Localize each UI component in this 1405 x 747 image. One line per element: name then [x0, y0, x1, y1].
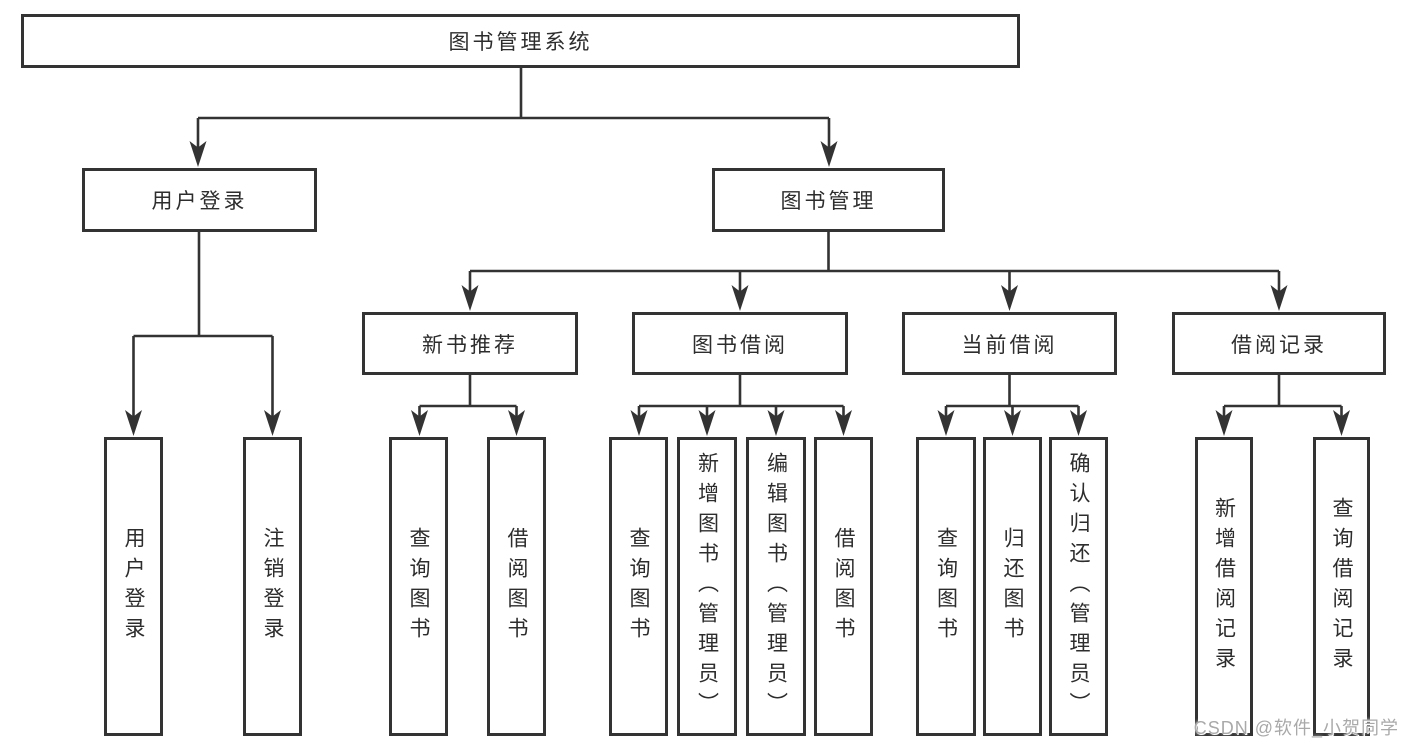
arrow-down-icon: [698, 410, 716, 436]
arrow-down-icon: [1270, 285, 1288, 311]
leaf-query-books-current-label: 查询图书: [934, 526, 958, 647]
arrow-down-icon: [411, 410, 428, 436]
leaf-logout-label: 注销登录: [261, 526, 284, 647]
leaf-borrow-books-recommend: 借阅图书: [487, 437, 546, 736]
arrow-down-icon: [508, 410, 525, 436]
node-root-label: 图书管理系统: [448, 31, 593, 54]
node-root: 图书管理系统: [21, 14, 1020, 68]
leaf-confirm-return-admin-label: 确认归还（管理员）: [1067, 451, 1090, 722]
node-book-borrowing-label: 图书借阅: [692, 333, 788, 357]
node-current-borrowing: 当前借阅: [902, 312, 1117, 375]
node-book-borrowing: 图书借阅: [632, 312, 848, 375]
node-borrowing-records-label: 借阅记录: [1231, 333, 1327, 357]
leaf-query-books-borrowing: 查询图书: [609, 437, 668, 736]
node-borrowing-records: 借阅记录: [1172, 312, 1386, 375]
leaf-query-books-borrowing-label: 查询图书: [627, 526, 650, 647]
node-user-login: 用户登录: [82, 168, 317, 232]
leaf-query-books-recommend: 查询图书: [389, 437, 448, 736]
node-current-borrowing-label: 当前借阅: [961, 333, 1058, 357]
arrow-down-icon: [1004, 410, 1021, 436]
arrow-down-icon: [1333, 410, 1350, 436]
leaf-query-books-current: 查询图书: [916, 437, 976, 736]
leaf-borrow-books-borrowing: 借阅图书: [814, 437, 873, 736]
leaf-return-books-label: 归还图书: [1001, 526, 1024, 647]
arrowhead-icons: [125, 141, 1350, 436]
leaf-logout: 注销登录: [243, 437, 302, 736]
tree-edges: [132, 68, 1343, 426]
node-new-book-recommend: 新书推荐: [362, 312, 578, 375]
leaf-add-borrow-record-label: 新增借阅记录: [1212, 496, 1236, 677]
arrow-down-icon: [264, 410, 281, 436]
leaf-edit-books-admin-label: 编辑图书（管理员）: [764, 451, 788, 722]
arrow-down-icon: [1001, 285, 1018, 311]
csdn-watermark: CSDN @软件_小贺同学: [1193, 718, 1399, 738]
leaf-query-books-recommend-label: 查询图书: [407, 526, 430, 647]
leaf-user-login-label: 用户登录: [122, 526, 145, 647]
arrow-down-icon: [461, 285, 479, 311]
leaf-borrow-books-borrowing-label: 借阅图书: [832, 526, 855, 647]
leaf-user-login: 用户登录: [104, 437, 163, 736]
leaf-query-borrow-record-label: 查询借阅记录: [1330, 496, 1353, 677]
arrow-down-icon: [767, 410, 785, 436]
node-book-management: 图书管理: [712, 168, 945, 232]
leaf-borrow-books-recommend-label: 借阅图书: [505, 526, 528, 647]
leaf-confirm-return-admin: 确认归还（管理员）: [1049, 437, 1108, 736]
arrow-down-icon: [835, 410, 852, 436]
arrow-down-icon: [820, 141, 838, 167]
arrow-down-icon: [125, 410, 142, 436]
arrow-down-icon: [937, 410, 955, 436]
leaf-add-books-admin: 新增图书（管理员）: [677, 437, 737, 736]
leaf-edit-books-admin: 编辑图书（管理员）: [746, 437, 806, 736]
node-new-book-recommend-label: 新书推荐: [422, 333, 518, 357]
leaf-return-books: 归还图书: [983, 437, 1042, 736]
node-book-management-label: 图书管理: [780, 190, 877, 213]
leaf-add-books-admin-label: 新增图书（管理员）: [695, 451, 719, 722]
leaf-query-borrow-record: 查询借阅记录: [1313, 437, 1370, 736]
arrow-down-icon: [1070, 410, 1087, 436]
leaf-add-borrow-record: 新增借阅记录: [1195, 437, 1253, 736]
node-user-login-label: 用户登录: [151, 190, 248, 213]
arrow-down-icon: [630, 410, 648, 436]
arrow-down-icon: [1215, 410, 1233, 436]
arrow-down-icon: [189, 141, 207, 167]
arrow-down-icon: [731, 285, 749, 311]
